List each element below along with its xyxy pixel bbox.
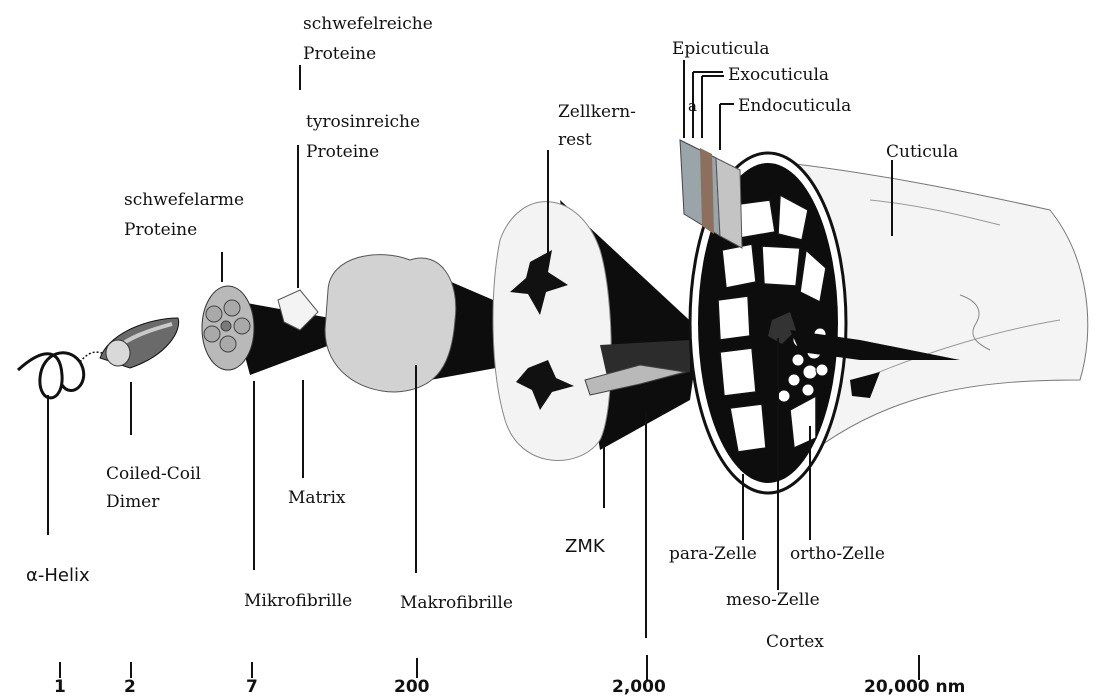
label-schwefelreiche-line1: schwefelreiche: [303, 12, 433, 36]
scale-label-1: 1: [54, 677, 66, 697]
hair-fibre-drawing: [680, 140, 1088, 493]
scale-label-20000: 20,000 nm: [864, 677, 965, 697]
label-cuticula: Cuticula: [886, 140, 958, 164]
label-cortex: Cortex: [766, 630, 824, 654]
mikrofibrille-drawing: [202, 286, 330, 375]
label-matrix: Matrix: [288, 486, 346, 510]
label-epicuticula: Epicuticula: [672, 37, 770, 61]
label-coiled-coil-line2: Dimer: [106, 490, 159, 514]
label-zmk: ZMK: [565, 535, 605, 559]
label-coiled-coil-line1: Coiled-Coil: [106, 462, 201, 486]
label-alpha-helix: α-Helix: [26, 564, 90, 588]
label-zellkern-line1: Zellkern-: [558, 100, 636, 124]
label-ortho-zelle: ortho-Zelle: [790, 542, 885, 566]
coiled-coil-dimer-drawing: [100, 318, 179, 368]
label-mikrofibrille: Mikrofibrille: [244, 589, 352, 613]
label-schwefelarme-line1: schwefelarme: [124, 188, 244, 212]
label-makrofibrille: Makrofibrille: [400, 591, 513, 615]
alpha-helix-drawing: [18, 352, 104, 398]
label-para-zelle: para-Zelle: [669, 542, 757, 566]
scale-label-200: 200: [394, 677, 430, 697]
label-schwefelreiche-line2: Proteine: [303, 42, 376, 66]
label-tyrosinreiche-line2: Proteine: [306, 140, 379, 164]
scale-ticks: [60, 655, 919, 680]
label-a: a: [688, 94, 697, 118]
label-meso-zelle: meso-Zelle: [726, 588, 820, 612]
scale-label-2000: 2,000: [612, 677, 666, 697]
label-zellkern-line2: rest: [558, 128, 592, 152]
cortex-cell-drawing: [493, 200, 700, 460]
label-exocuticula: Exocuticula: [728, 63, 829, 87]
label-endocuticula: Endocuticula: [738, 94, 851, 118]
scale-label-2: 2: [124, 677, 136, 697]
label-schwefelarme-line2: Proteine: [124, 218, 197, 242]
scale-label-7: 7: [246, 677, 258, 697]
label-tyrosinreiche-line1: tyrosinreiche: [306, 110, 420, 134]
